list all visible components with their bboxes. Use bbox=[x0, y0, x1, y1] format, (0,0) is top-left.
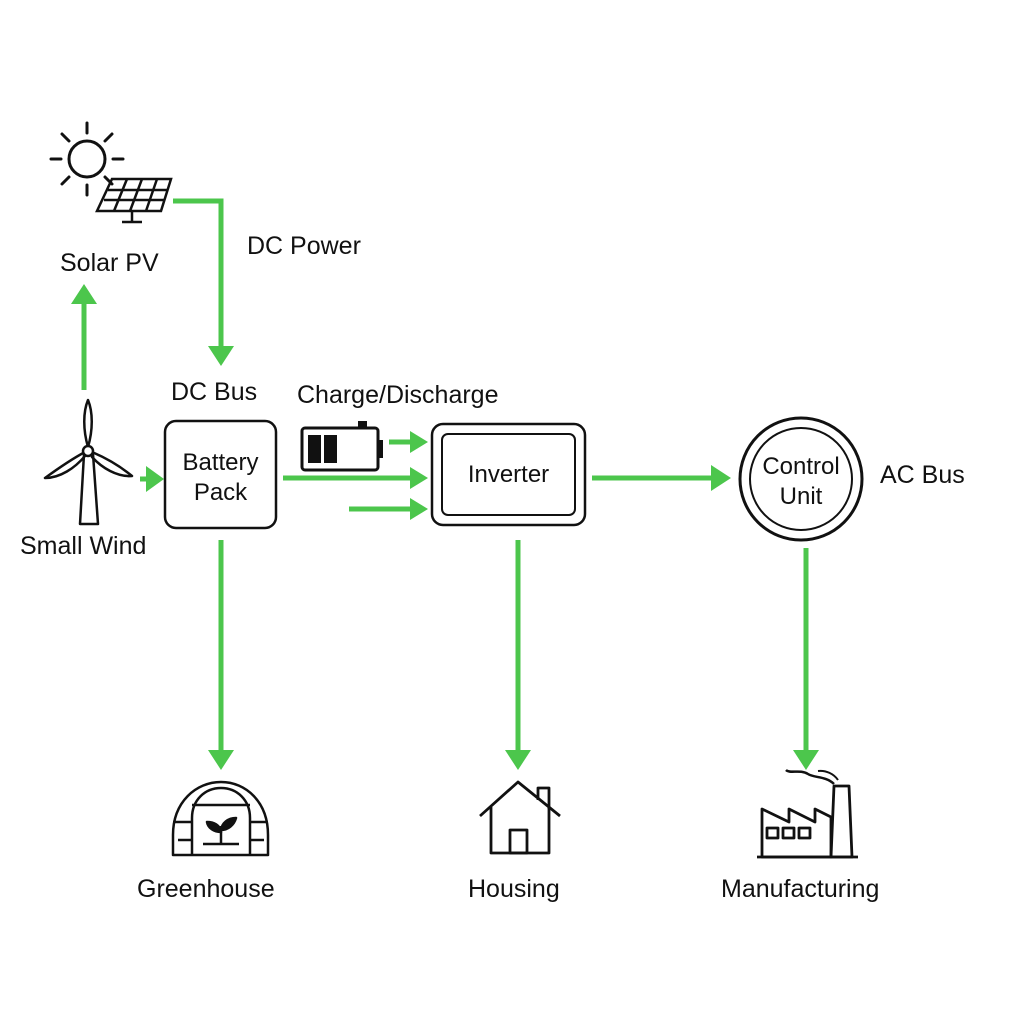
arrow-dcbus-to-inverter bbox=[349, 498, 428, 520]
battery-pack-box bbox=[163, 419, 278, 530]
ac-bus-label: AC Bus bbox=[880, 461, 965, 489]
control-unit-label: Control Unit bbox=[741, 452, 861, 512]
control-unit-line1: Control bbox=[762, 453, 840, 480]
flow-arrows bbox=[71, 198, 819, 770]
battery-pack-line2: Pack bbox=[193, 479, 248, 506]
greenhouse-label: Greenhouse bbox=[137, 875, 275, 903]
manufacturing-label: Manufacturing bbox=[721, 875, 880, 903]
house-icon bbox=[479, 780, 561, 855]
inverter-label: Inverter bbox=[432, 460, 585, 490]
dc-power-label: DC Power bbox=[247, 232, 361, 260]
arrow-wind-to-solar bbox=[71, 284, 97, 390]
battery-icon bbox=[300, 421, 383, 472]
arrow-battery-to-greenhouse bbox=[208, 540, 234, 770]
control-unit-circle bbox=[738, 416, 864, 542]
solar-panel-icon bbox=[95, 177, 173, 224]
arrow-control-unit-to-manufacturing bbox=[793, 548, 819, 770]
control-unit-line2: Unit bbox=[779, 483, 823, 510]
arrow-solar-to-dcbus bbox=[173, 198, 234, 366]
arrow-wind-to-battery bbox=[140, 466, 164, 492]
wind-turbine-icon bbox=[43, 398, 134, 526]
factory-icon bbox=[757, 768, 858, 859]
solar-pv-label: Solar PV bbox=[60, 249, 159, 277]
battery-pack-line1: Battery bbox=[182, 449, 259, 476]
arrow-battery-icon-to-inverter bbox=[389, 431, 428, 453]
arrow-inverter-to-control-unit bbox=[592, 465, 731, 491]
arrow-battery-to-inverter bbox=[283, 467, 428, 489]
inverter-text: Inverter bbox=[467, 461, 550, 488]
charge-discharge-label: Charge/Discharge bbox=[297, 381, 499, 409]
small-wind-label: Small Wind bbox=[20, 532, 147, 560]
dc-bus-label: DC Bus bbox=[171, 378, 258, 406]
arrow-inverter-to-housing bbox=[505, 540, 531, 770]
housing-label: Housing bbox=[468, 875, 560, 903]
inverter-box bbox=[430, 422, 587, 527]
sun-icon bbox=[49, 121, 125, 197]
battery-pack-label: Battery Pack bbox=[165, 448, 276, 508]
greenhouse-icon bbox=[171, 780, 270, 857]
